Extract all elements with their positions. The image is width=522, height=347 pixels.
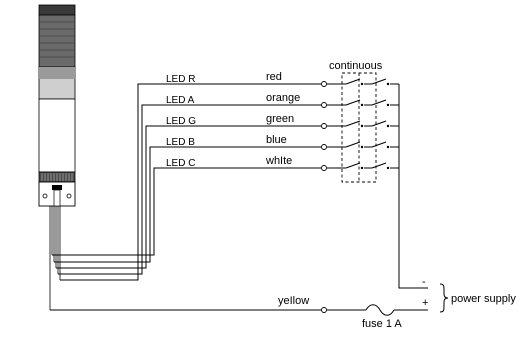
fuse (327, 304, 428, 316)
minus-symbol: - (422, 276, 426, 288)
switch-wires (327, 78, 428, 289)
plus-symbol: + (422, 297, 428, 309)
power-supply-label: power supply (451, 293, 516, 305)
terminals (321, 81, 327, 313)
led-c-label: LED C (166, 158, 195, 169)
continuous-switch-group (341, 72, 377, 183)
power-supply-brace (439, 283, 449, 313)
led-wires (50, 83, 322, 311)
wire-color-red: red (266, 71, 282, 83)
cable-bundle (49, 206, 61, 310)
signal-tower (38, 4, 76, 207)
wire-color-white: whIte (265, 155, 292, 167)
led-labels: LED R LED A LED G LED B LED C (166, 74, 196, 169)
wire-color-blue: blue (266, 134, 287, 146)
wire-color-orange: orange (266, 92, 300, 104)
led-g-label: LED G (166, 116, 196, 127)
continuous-label: continuous (329, 60, 383, 72)
fuse-label: fuse 1 A (362, 318, 402, 330)
wire-color-yellow: yeIlow (278, 295, 309, 307)
wire-color-green: green (266, 113, 294, 125)
led-a-label: LED A (166, 95, 195, 106)
wire-color-labels: red orange green blue whIte yeIlow (265, 71, 309, 307)
led-r-label: LED R (166, 74, 195, 85)
led-b-label: LED B (166, 137, 195, 148)
